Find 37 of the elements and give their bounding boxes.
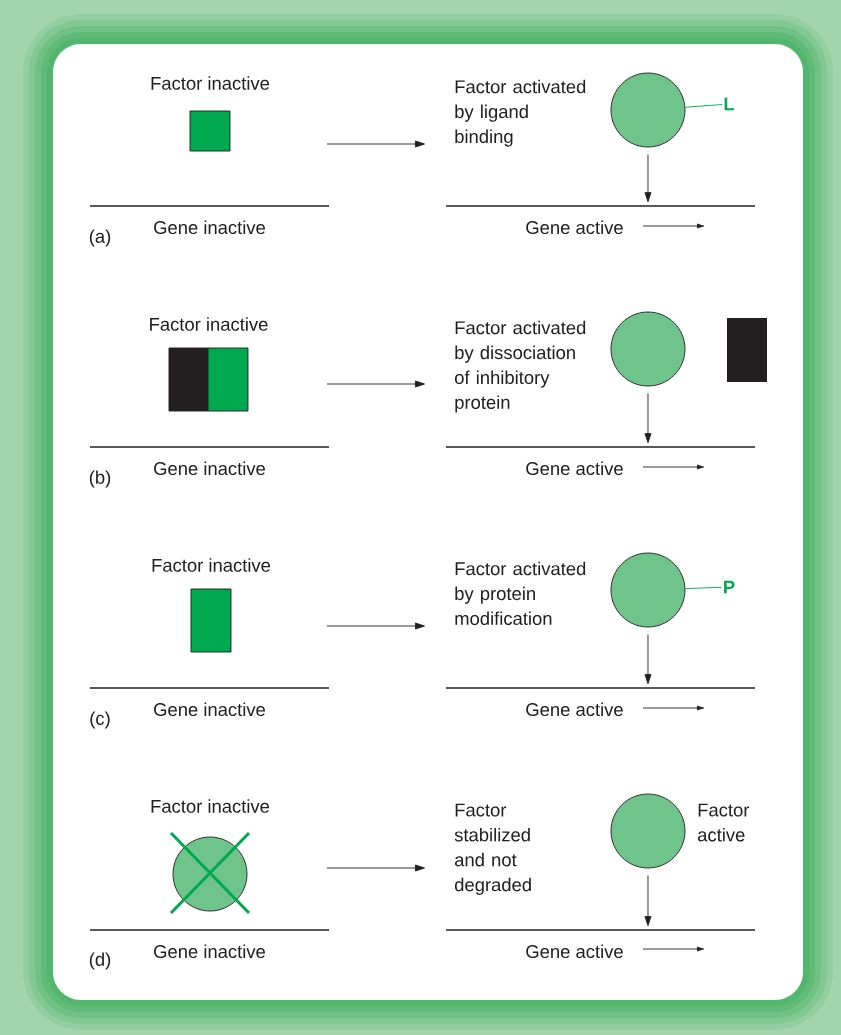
panel-label: (a) xyxy=(89,229,111,247)
node-label: Factor inactive xyxy=(151,76,270,90)
description-text: Factor stabilized and not degraded xyxy=(454,803,531,895)
node-caption: Factor active xyxy=(698,803,750,842)
gene-line: Gene active xyxy=(446,929,755,959)
factor-circle xyxy=(610,311,686,387)
description-text: Factor activated by protein modification xyxy=(455,561,586,626)
factor-circle xyxy=(610,793,686,869)
connector-line xyxy=(684,104,723,108)
panel-label: (d) xyxy=(89,952,111,970)
node-label: Factor inactive xyxy=(151,799,270,813)
arrow xyxy=(644,634,652,685)
description-text: Factor activated by ligand binding xyxy=(455,79,586,147)
node-label: Factor inactive xyxy=(150,317,268,331)
arrow xyxy=(326,864,425,872)
inhibitor-box xyxy=(727,318,767,382)
arrow xyxy=(326,140,425,148)
factor-circle xyxy=(610,552,686,628)
factor-circle xyxy=(610,72,686,148)
arrow xyxy=(326,622,425,630)
gene-line: Gene active xyxy=(446,205,755,235)
gene-line: Gene active xyxy=(446,446,755,476)
arrow xyxy=(326,380,425,388)
letter-label: P xyxy=(724,580,735,594)
connector-line xyxy=(684,586,723,590)
node-label: Factor inactive xyxy=(152,558,271,572)
arrow xyxy=(644,875,652,927)
panel-label: (b) xyxy=(89,470,111,488)
arrow xyxy=(644,393,652,444)
factor-inhibitor-complex: Factor inactive xyxy=(150,317,268,412)
description-text: Factor activated by dissociation of inhibitory protein xyxy=(455,320,586,413)
factor-rectangle: Factor inactive xyxy=(152,558,271,653)
arrow xyxy=(644,154,652,203)
panel-label: (c) xyxy=(90,711,110,729)
factor-square: Factor inactive xyxy=(151,76,270,152)
gene-line: Gene active xyxy=(446,687,755,717)
letter-label: L xyxy=(724,97,735,111)
